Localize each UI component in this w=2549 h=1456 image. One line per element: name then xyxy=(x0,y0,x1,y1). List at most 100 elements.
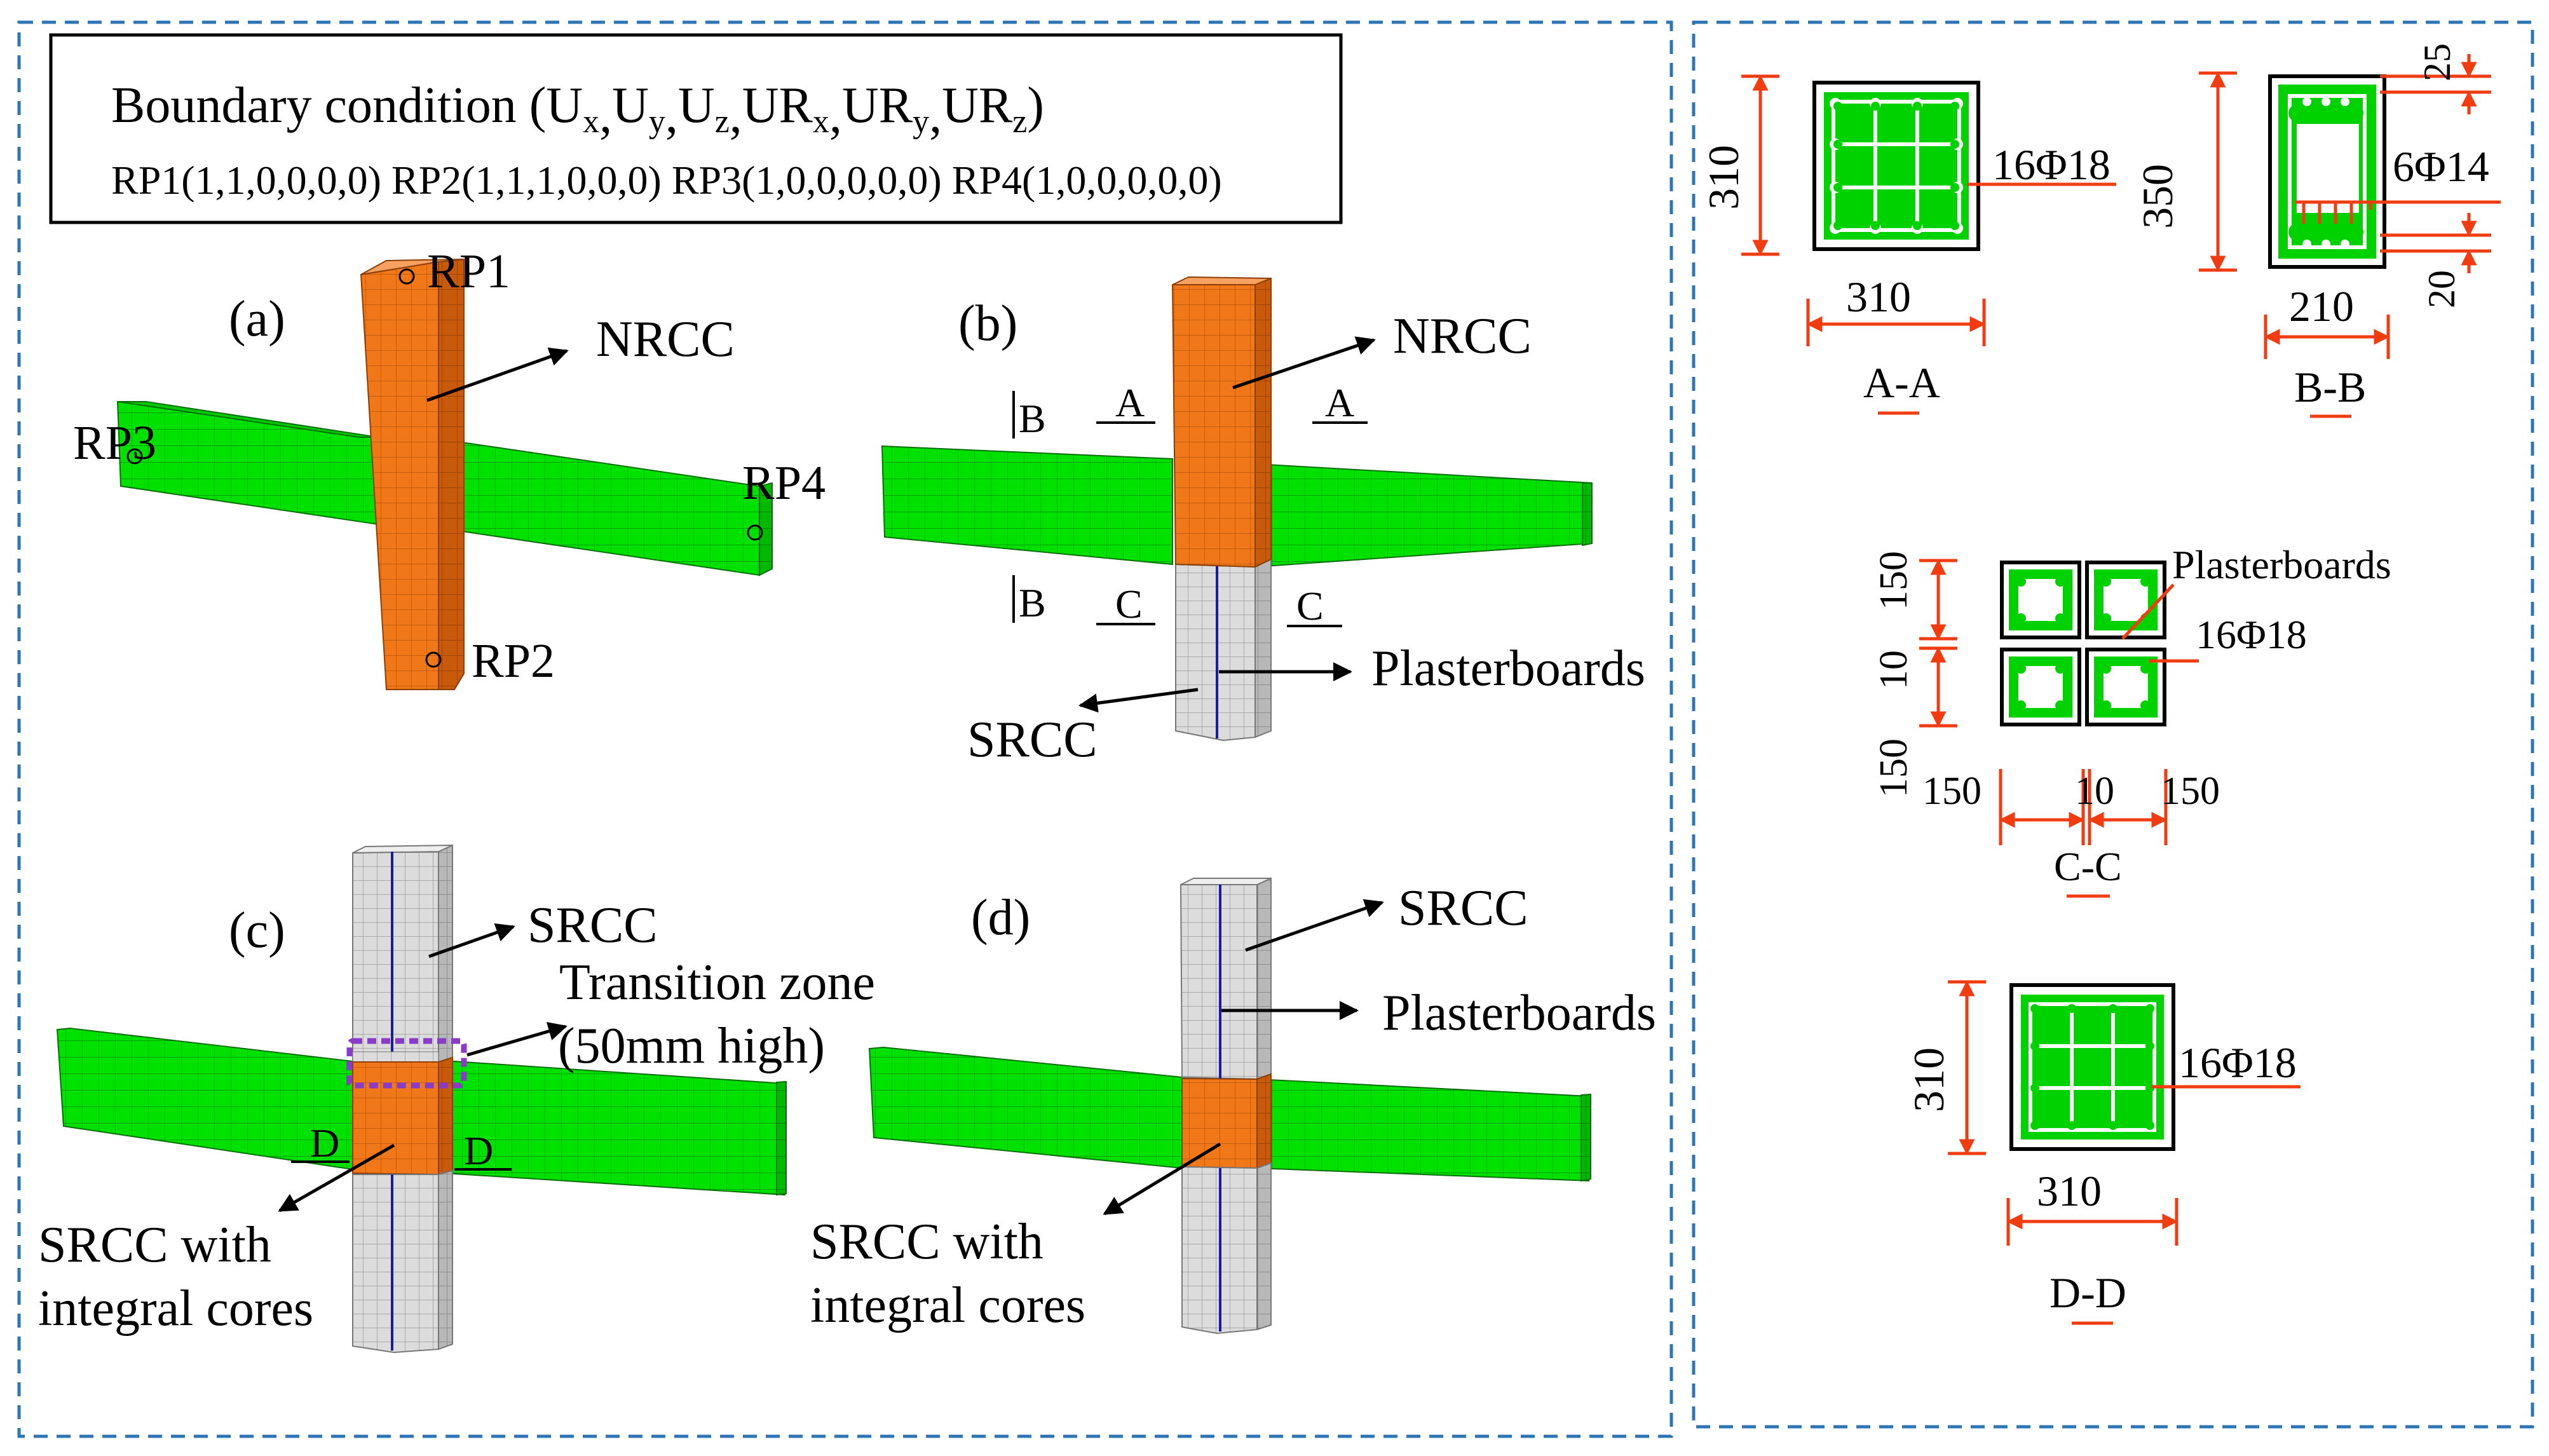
bb-title: B-B xyxy=(2294,363,2366,411)
srcc-arrow-c xyxy=(428,923,515,958)
srcc-column-c-lower-front xyxy=(352,1174,439,1354)
cc-h1: 150 xyxy=(1872,551,1915,610)
beam-c-right-side xyxy=(776,1080,787,1196)
panel-a: (a) RP1 RP2 RP3 RP4 NRCC xyxy=(73,245,826,690)
section-cc: 150 10 150 150 10 150 Plasterboards 16Φ1… xyxy=(1872,542,2391,898)
boundary-condition-title: Boundary condition (Ux,Uy,Uz,URx,URy,URz… xyxy=(111,78,1044,144)
beam-a-right-side xyxy=(759,482,773,576)
rp2-marker xyxy=(425,651,442,668)
bb-cover-top: 25 xyxy=(2416,43,2458,81)
srcc-column-b-side xyxy=(1254,558,1272,738)
bb-width: 210 xyxy=(2289,282,2354,330)
srcc-arrow-b xyxy=(1078,688,1199,713)
cut-a-left-label: A xyxy=(1115,380,1145,425)
joint-core-c xyxy=(352,1061,439,1176)
srcc-arrow-d xyxy=(1245,899,1384,952)
dd-title: D-D xyxy=(2049,1269,2126,1317)
panel-d-label: (d) xyxy=(971,890,1030,946)
cc-gap: 10 xyxy=(1872,650,1915,690)
srcc-column-c-top xyxy=(352,845,453,854)
beam-c-left xyxy=(56,1027,353,1171)
srcc-column-d-lower-side xyxy=(1256,1162,1272,1331)
cut-c-right-label: C xyxy=(1296,583,1324,629)
beam-a-right xyxy=(457,440,760,576)
plasterboards-label-d: Plasterboards xyxy=(1382,985,1656,1041)
transition-zone-highlight xyxy=(346,1038,467,1089)
rp1-label: RP1 xyxy=(427,245,510,298)
srcc-cores-label-d-line2: integral cores xyxy=(810,1277,1085,1333)
rp4-label: RP4 xyxy=(742,456,826,510)
aa-width: 310 xyxy=(1846,273,1911,321)
nrcc-arrow-a xyxy=(426,347,569,402)
cores-arrow-d xyxy=(1103,1142,1221,1216)
cc-w2: 150 xyxy=(2161,770,2220,813)
beam-c-right xyxy=(435,1059,785,1196)
cut-d-left-label: D xyxy=(310,1120,339,1166)
bb-rebar: 6Φ14 xyxy=(2393,142,2489,191)
dd-width: 310 xyxy=(2037,1167,2102,1215)
panel-a-label: (a) xyxy=(229,291,285,347)
nrcc-column-b-front xyxy=(1171,284,1256,568)
cc-wgap: 10 xyxy=(2075,770,2114,813)
transition-zone-height: (50mm high) xyxy=(558,1018,825,1074)
aa-title: A-A xyxy=(1863,358,1940,407)
section-aa: 310 310 16Φ18 A-A xyxy=(1699,74,2116,415)
panel-c-label: (c) xyxy=(229,902,285,958)
cc-cells xyxy=(2000,561,2166,726)
beam-d-left xyxy=(868,1046,1183,1169)
cut-b-lower-label: B xyxy=(1019,580,1046,625)
nrcc-column-b-top xyxy=(1172,276,1272,285)
bb-cover-bottom: 20 xyxy=(2421,270,2463,308)
rp2-label: RP2 xyxy=(472,634,555,688)
srcc-column-b-front xyxy=(1175,563,1256,742)
joint-core-d-side xyxy=(1256,1073,1272,1169)
nrcc-column-b-side xyxy=(1254,277,1272,568)
cc-plasterboards-label: Plasterboards xyxy=(2172,542,2391,587)
nrcc-arrow-b xyxy=(1232,336,1376,390)
cut-a-right-label: A xyxy=(1325,380,1354,425)
srcc-label-c: SRCC xyxy=(527,897,658,953)
srcc-column-d-upper-side xyxy=(1256,877,1272,1080)
srcc-cores-label-c-line2: integral cores xyxy=(38,1281,313,1337)
srcc-cores-label-c-line1: SRCC with xyxy=(38,1217,271,1273)
cores-arrow-c xyxy=(278,1143,395,1213)
nrcc-label-b: NRCC xyxy=(1393,308,1532,364)
panel-b-label: (b) xyxy=(958,296,1017,351)
joint-core-c-side xyxy=(438,1056,453,1176)
panel-d: (d) SRCC Plasterboards SRCC with integra… xyxy=(810,877,1656,1335)
beam-d-right-side xyxy=(1580,1093,1591,1182)
rp1-marker xyxy=(398,268,415,285)
boundary-condition-box: Boundary condition (Ux,Uy,Uz,URx,URy,URz… xyxy=(49,33,1343,224)
aa-height: 310 xyxy=(1699,145,1748,210)
boundary-condition-values: RP1(1,1,0,0,0,0) RP2(1,1,1,0,0,0) RP3(1,… xyxy=(111,158,1222,203)
section-dd: 310 310 16Φ18 D-D xyxy=(1905,980,2301,1325)
cc-w1: 150 xyxy=(1922,770,1981,813)
srcc-cores-label-d-line1: SRCC with xyxy=(810,1214,1043,1270)
cc-h2: 150 xyxy=(1872,738,1915,798)
srcc-label-d: SRCC xyxy=(1398,880,1528,936)
right-panel-frame xyxy=(1692,20,2534,1429)
section-bb: 350 210 25 20 6Φ14 B-B xyxy=(2133,43,2501,418)
column-a-side xyxy=(438,258,465,690)
rp3-label: RP3 xyxy=(73,416,156,470)
transition-zone-label: Transition zone xyxy=(559,955,875,1010)
beam-b-left xyxy=(881,445,1173,566)
panel-b: (b) NRCC B B A A C C Plasterboards SRCC xyxy=(881,276,1645,768)
nrcc-label-a: NRCC xyxy=(596,311,735,367)
plasterboards-label-b: Plasterboards xyxy=(1371,641,1645,697)
cut-b-upper-label: B xyxy=(1019,396,1046,441)
cut-d-right-label: D xyxy=(464,1128,493,1173)
cc-title: C-C xyxy=(2054,844,2122,889)
srcc-column-c-lower-side xyxy=(438,1169,453,1351)
srcc-column-d-top xyxy=(1180,878,1272,885)
left-panel-frame xyxy=(17,20,1673,1438)
joint-core-d xyxy=(1181,1077,1258,1169)
aa-rebar: 16Φ18 xyxy=(1992,140,2111,189)
cc-rebar: 16Φ18 xyxy=(2196,612,2307,657)
dd-rebar: 16Φ18 xyxy=(2179,1038,2297,1087)
transition-arrow-c xyxy=(466,1022,568,1057)
cut-c-left-label: C xyxy=(1115,582,1143,627)
rp4-marker xyxy=(747,524,763,541)
transition-zone xyxy=(352,1051,439,1063)
